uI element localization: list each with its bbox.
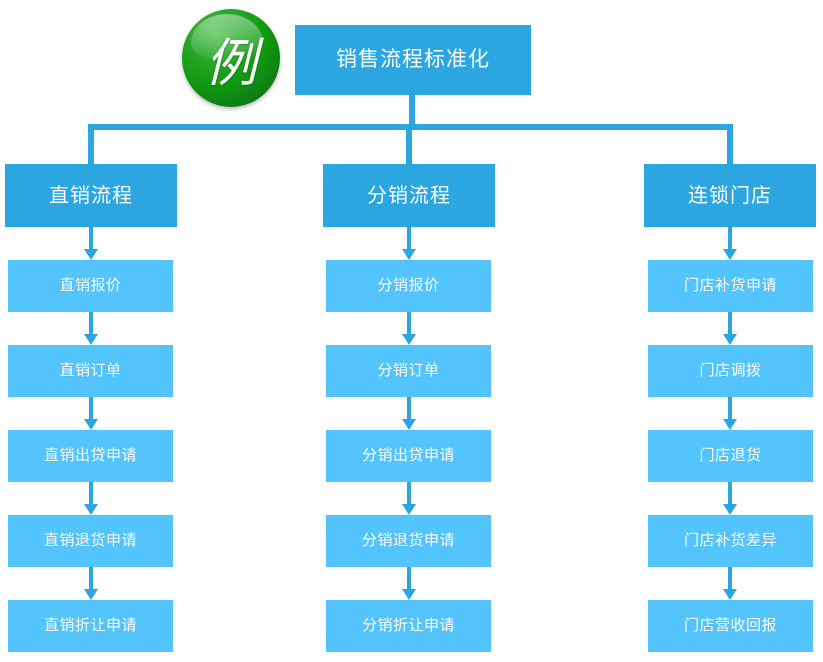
step-node-2-3[interactable]: 分销出贷申请	[326, 430, 491, 482]
step-node-3-3[interactable]: 门店退货	[648, 430, 813, 482]
arrow-branch-1-step-2	[84, 312, 98, 345]
arrow-branch-2-step-3	[402, 397, 416, 430]
step-node-1-2[interactable]: 直销订单	[8, 345, 173, 397]
branch-node-3[interactable]: 连锁门店	[644, 164, 816, 227]
step-node-1-1[interactable]: 直销报价	[8, 260, 173, 312]
step-node-2-1-label: 分销报价	[377, 276, 440, 294]
step-node-2-1[interactable]: 分销报价	[326, 260, 491, 312]
root-node-label: 销售流程标准化	[336, 48, 490, 72]
connector-drop-branch-1	[88, 124, 94, 164]
arrow-branch-2-step-1	[402, 227, 416, 260]
connector-drop-branch-3	[727, 124, 733, 164]
arrow-branch-3-step-5	[723, 567, 737, 600]
step-node-1-4[interactable]: 直销退货申请	[8, 515, 173, 567]
step-node-3-1-label: 门店补货申请	[683, 276, 777, 294]
arrow-branch-2-step-2	[402, 312, 416, 345]
step-node-3-1[interactable]: 门店补货申请	[648, 260, 813, 312]
arrow-branch-2-step-4	[402, 482, 416, 515]
arrow-branch-2-step-5	[402, 567, 416, 600]
branch-node-2-label: 分销流程	[367, 184, 451, 207]
arrow-branch-3-step-2	[723, 312, 737, 345]
step-node-1-5[interactable]: 直销折让申请	[8, 600, 173, 652]
arrow-branch-3-step-3	[723, 397, 737, 430]
arrow-branch-3-step-4	[723, 482, 737, 515]
step-node-3-2[interactable]: 门店调拨	[648, 345, 813, 397]
branch-node-1-label: 直销流程	[49, 184, 133, 207]
connector-drop-branch-2	[406, 124, 412, 164]
step-node-1-1-label: 直销报价	[59, 276, 122, 294]
arrow-branch-1-step-4	[84, 482, 98, 515]
arrow-branch-1-step-1	[84, 227, 98, 260]
arrow-branch-1-step-5	[84, 567, 98, 600]
step-node-1-3-label: 直销出贷申请	[43, 446, 137, 464]
step-node-1-5-label: 直销折让申请	[43, 616, 137, 634]
step-node-1-4-label: 直销退货申请	[43, 531, 137, 549]
step-node-3-5-label: 门店营收回报	[683, 616, 777, 634]
branch-node-1[interactable]: 直销流程	[5, 164, 177, 227]
step-node-3-4-label: 门店补货差异	[683, 531, 777, 549]
example-badge-icon: 例	[182, 9, 280, 107]
arrow-branch-1-step-3	[84, 397, 98, 430]
branch-node-2[interactable]: 分销流程	[323, 164, 495, 227]
step-node-2-2-label: 分销订单	[377, 361, 440, 379]
step-node-1-3[interactable]: 直销出贷申请	[8, 430, 173, 482]
branch-node-3-label: 连锁门店	[688, 184, 772, 207]
root-node[interactable]: 销售流程标准化	[295, 25, 531, 95]
arrow-branch-3-step-1	[723, 227, 737, 260]
step-node-2-5-label: 分销折让申请	[361, 616, 455, 634]
step-node-2-2[interactable]: 分销订单	[326, 345, 491, 397]
step-node-2-4[interactable]: 分销退货申请	[326, 515, 491, 567]
step-node-3-3-label: 门店退货	[699, 446, 762, 464]
step-node-3-2-label: 门店调拨	[699, 361, 762, 379]
step-node-3-5[interactable]: 门店营收回报	[648, 600, 813, 652]
connector-root-stem	[409, 95, 415, 129]
step-node-2-4-label: 分销退货申请	[361, 531, 455, 549]
step-node-3-4[interactable]: 门店补货差异	[648, 515, 813, 567]
step-node-2-5[interactable]: 分销折让申请	[326, 600, 491, 652]
example-badge-character: 例	[204, 34, 257, 93]
step-node-2-3-label: 分销出贷申请	[361, 446, 455, 464]
step-node-1-2-label: 直销订单	[59, 361, 122, 379]
